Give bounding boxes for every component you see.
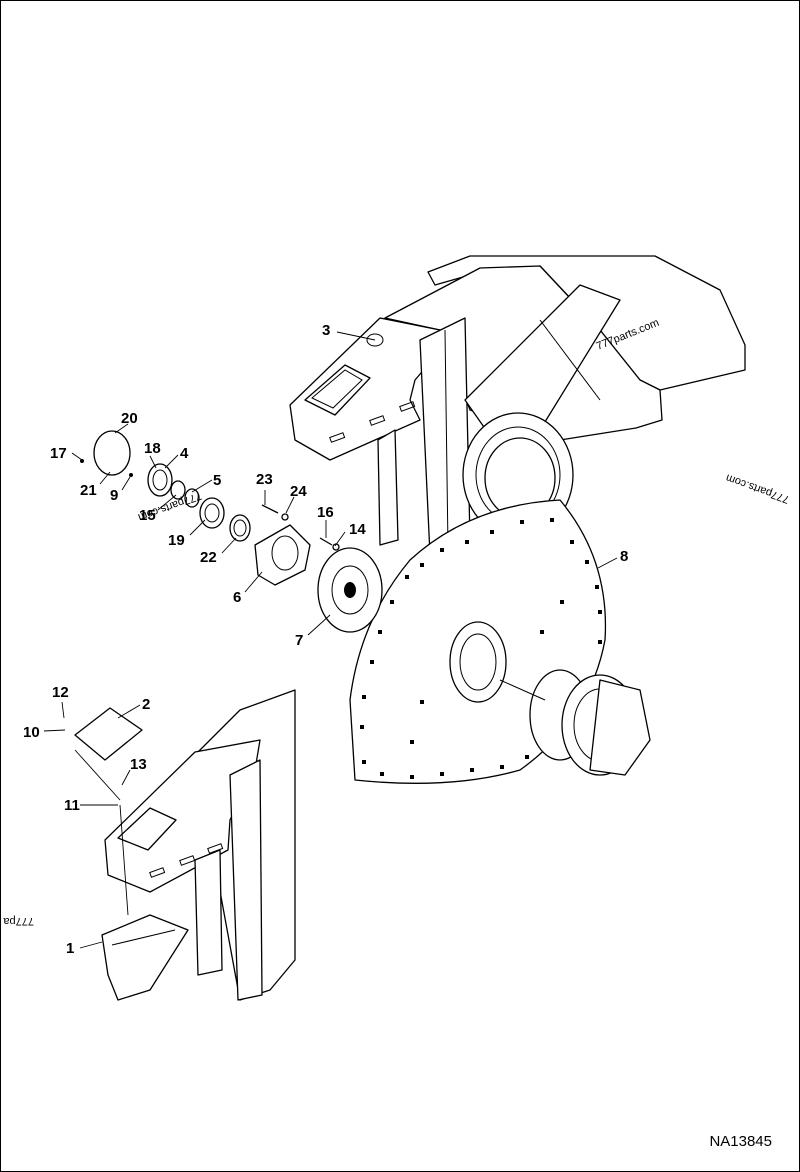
watermark-4: 777pa: [3, 915, 34, 927]
callout-15: 15: [139, 507, 156, 524]
callout-4: 4: [180, 445, 189, 462]
callout-18: 18: [144, 440, 161, 457]
callout-10: 10: [23, 724, 40, 741]
callout-19: 19: [168, 532, 185, 549]
callout-9: 9: [110, 487, 118, 504]
callout-13: 13: [130, 756, 147, 773]
callout-12: 12: [52, 684, 69, 701]
callout-16: 16: [317, 504, 334, 521]
callout-3: 3: [322, 322, 330, 339]
callout-17: 17: [50, 445, 67, 462]
callout-6: 6: [233, 589, 241, 606]
main-frame-part: [289, 255, 746, 556]
callout-2: 2: [142, 696, 150, 713]
callout-1: 1: [66, 940, 74, 957]
drawing-reference-code: NA13845: [709, 1133, 772, 1150]
callout-labels: 1 2 3 4 5 6 7 8 9 10 11 12 13 14 15 16 1…: [23, 322, 628, 957]
callout-11: 11: [64, 797, 80, 814]
callout-5: 5: [213, 472, 221, 489]
bearing-assembly-parts: [80, 430, 383, 633]
callout-21: 21: [80, 482, 97, 499]
callout-8: 8: [620, 548, 628, 565]
callout-24: 24: [290, 483, 307, 500]
lower-frame-part: [74, 689, 296, 1001]
callout-22: 22: [200, 549, 217, 566]
callout-7: 7: [295, 632, 303, 649]
callout-23: 23: [256, 471, 273, 488]
callout-14: 14: [349, 521, 366, 538]
cutting-wheel-part: [349, 499, 651, 784]
leader-lines: [43, 331, 618, 949]
callout-20: 20: [121, 410, 138, 427]
watermark-3: 777parts.com: [724, 471, 791, 505]
